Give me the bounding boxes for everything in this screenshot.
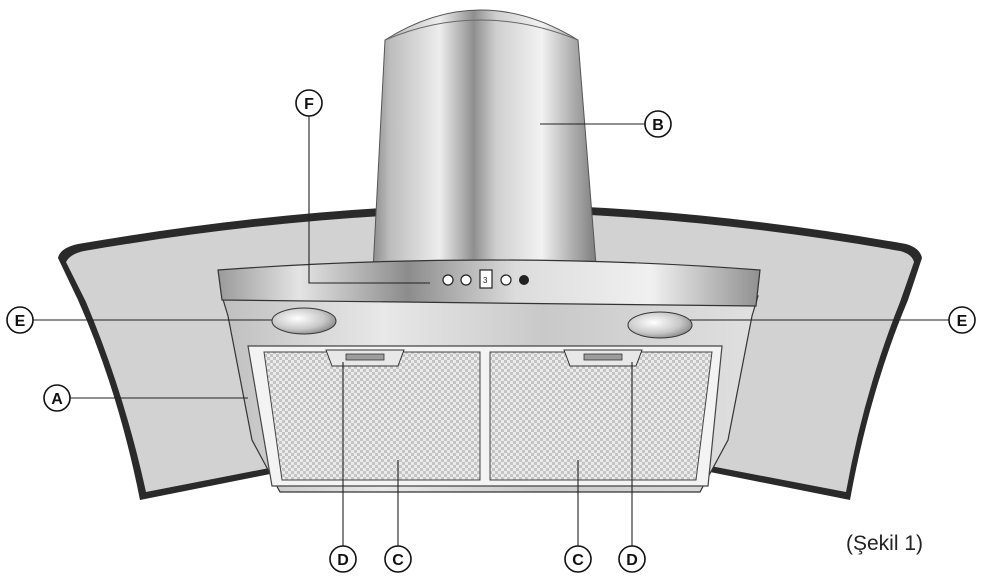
callout-E-left: E <box>6 306 34 334</box>
chimney <box>371 9 599 291</box>
speed-display-value: 3 <box>483 276 488 285</box>
callout-E-right: E <box>948 306 976 334</box>
svg-text:E: E <box>957 313 968 330</box>
callout-D-right: D <box>618 545 646 573</box>
svg-text:C: C <box>572 552 584 569</box>
speed-display <box>479 269 493 289</box>
callout-D-left: D <box>329 545 357 573</box>
lamp-right <box>627 311 693 339</box>
filter-handle-left[interactable] <box>325 349 405 367</box>
leader-lines <box>32 113 950 546</box>
callout-B: B <box>644 110 672 138</box>
svg-text:C: C <box>392 552 404 569</box>
filter-handle-right[interactable] <box>563 349 643 367</box>
svg-text:E: E <box>15 313 26 330</box>
light-button[interactable] <box>519 275 529 285</box>
svg-text:F: F <box>304 96 314 113</box>
callout-A: A <box>43 384 71 412</box>
fan-increase-button[interactable] <box>460 274 472 286</box>
grease-filter-left <box>263 351 481 481</box>
svg-text:B: B <box>652 117 664 134</box>
grease-filter-right <box>489 351 713 481</box>
svg-text:D: D <box>337 552 349 569</box>
callout-F: F <box>295 89 323 117</box>
control-panel: 3 <box>217 259 761 307</box>
power-button[interactable] <box>500 274 512 286</box>
svg-text:D: D <box>626 552 638 569</box>
svg-text:A: A <box>51 391 63 408</box>
fan-decrease-button[interactable] <box>442 274 454 286</box>
lamp-left <box>271 307 337 335</box>
callout-C-left: C <box>384 545 412 573</box>
figure-caption: (Şekil 1) <box>846 532 924 555</box>
callout-C-right: C <box>564 545 592 573</box>
